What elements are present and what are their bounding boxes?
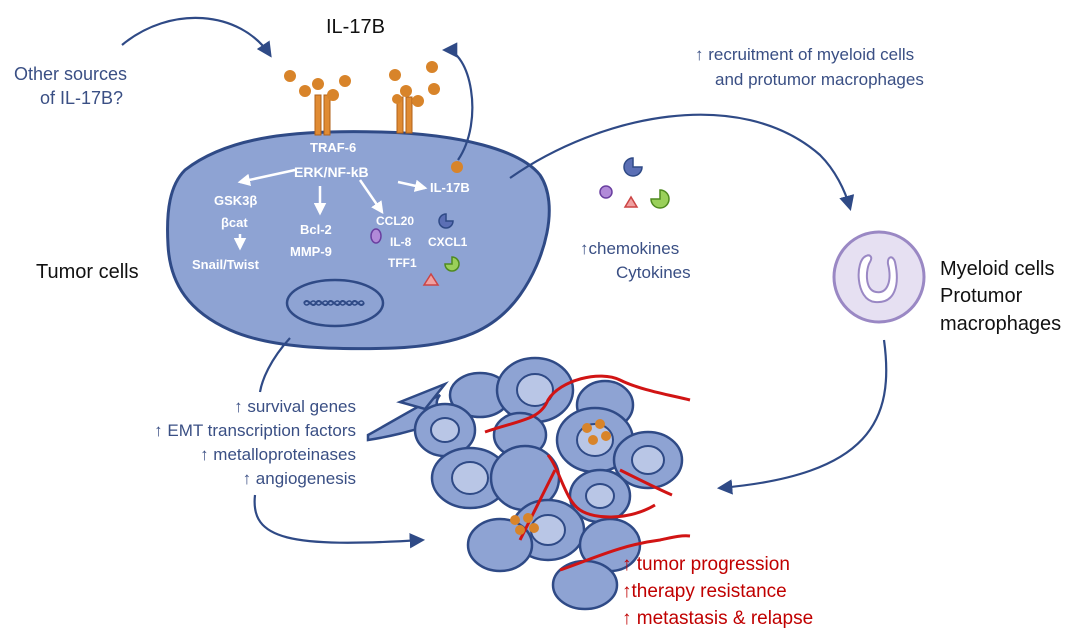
cxcl1-pacman-icon (444, 256, 460, 272)
myeloid-label-line2: Protumor (940, 285, 1023, 307)
arrow-to-myeloid (509, 113, 855, 211)
receptor-left-a (314, 94, 322, 136)
bcat-label: βcat (221, 215, 248, 230)
dna-strand (303, 300, 365, 306)
mmp9-label: MMP-9 (290, 244, 332, 259)
outcome-item: ↑therapy resistance (622, 581, 787, 602)
myeloid-label-line3: macrophages (940, 313, 1061, 335)
myeloid-cell (832, 230, 926, 324)
bcl2-label: Bcl-2 (300, 222, 332, 237)
tff1-label: TFF1 (388, 256, 417, 270)
secreted-pacman-blue-icon (623, 157, 643, 177)
signaling-arrows (233, 168, 428, 251)
arrow-effects-to-tumor (253, 494, 426, 549)
myeloid-label-line1: Myeloid cells (940, 258, 1054, 280)
myeloid-nucleus (857, 254, 898, 304)
outcomes-list: ↑ tumor progression ↑therapy resistance … (622, 554, 813, 629)
outcome-item: ↑ metastasis & relapse (622, 608, 813, 629)
blood-vessels (484, 374, 691, 572)
arrow-myeloid-to-tumor (716, 339, 888, 495)
effects-list: ↑ survival genes ↑ EMT transcription fac… (154, 397, 356, 488)
recruitment-label-line1: ↑ recruitment of myeloid cells (695, 45, 914, 64)
ccl20-label: CCL20 (376, 214, 414, 228)
cytokines-label: Cytokines (616, 263, 691, 282)
other-sources-label-line2: of IL-17B? (40, 88, 123, 108)
tumor-nuclei (430, 373, 665, 546)
receptor-left-b (323, 94, 331, 136)
arrow-il17b-autocrine (441, 42, 474, 161)
il17b-intracellular-dot (451, 161, 463, 173)
il17b-top-label: IL-17B (326, 16, 385, 38)
other-sources-label-line1: Other sources (14, 64, 127, 84)
il17b-inner-label: IL-17B (430, 180, 470, 195)
il17b-ligands (284, 61, 440, 107)
il8-label: IL-8 (390, 235, 412, 249)
tff1-triangle-icon (422, 272, 440, 286)
secreted-purple-icon (599, 185, 613, 199)
tumor-cell-body (166, 130, 551, 351)
secreted-pacman-green-icon (650, 189, 670, 209)
gsk3b-label: GSK3β (214, 193, 257, 208)
traf6-label: TRAF-6 (310, 140, 356, 155)
ccl20-pacman-icon (438, 213, 454, 229)
recruitment-label-line2: and protumor macrophages (715, 70, 924, 89)
arrow-other-sources (121, 16, 272, 58)
effect-item: ↑ metalloproteinases (200, 445, 356, 464)
effect-item: ↑ EMT transcription factors (154, 421, 356, 440)
cxcl1-label: CXCL1 (428, 235, 468, 249)
effect-item: ↑ angiogenesis (243, 469, 356, 488)
chemokines-label: ↑chemokines (580, 239, 679, 258)
secreted-triangle-icon (623, 195, 639, 208)
outcome-item: ↑ tumor progression (622, 554, 790, 575)
tumor-cells-label: Tumor cells (36, 261, 139, 283)
il8-oval-icon (370, 228, 382, 244)
receptor-right-b (405, 96, 413, 134)
erk-nfkb-label: ERK/NF-kB (294, 164, 369, 180)
tumor-il17b-dots (510, 419, 611, 535)
arrow-cell-to-effects (258, 337, 291, 393)
effect-item: ↑ survival genes (234, 397, 356, 416)
snail-twist-label: Snail/Twist (192, 257, 260, 272)
